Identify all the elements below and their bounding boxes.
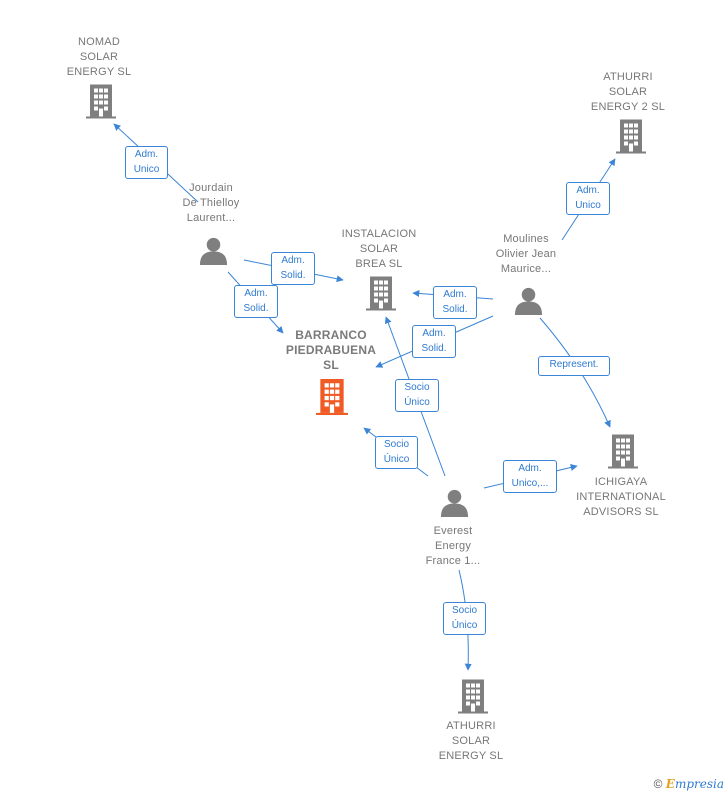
edge-label-everest-instalacion: Socio Único bbox=[395, 379, 439, 412]
edge-label-jourdain-nomad: Adm. Unico bbox=[125, 146, 168, 179]
node-label-jourdain[interactable]: Jourdain De Thielloy Laurent... bbox=[182, 182, 240, 224]
edge-label-jourdain-instalacion: Adm. Solid. bbox=[271, 252, 315, 285]
edge-label-jourdain-barranco: Adm. Solid. bbox=[234, 285, 278, 318]
edge-label-moulines-athurri2: Adm. Unico bbox=[566, 182, 610, 215]
instalacion-building-icon bbox=[366, 276, 396, 311]
everest-person-icon bbox=[440, 489, 469, 517]
edge-label-everest-ichigaya: Adm. Unico,... bbox=[503, 460, 557, 493]
edge-label-moulines-barranco: Adm. Solid. bbox=[412, 325, 456, 358]
ichigaya-building-icon bbox=[608, 434, 638, 469]
node-label-barranco[interactable]: BARRANCO PIEDRABUENA SL bbox=[285, 328, 377, 372]
brand-logo: Empresia bbox=[665, 777, 724, 791]
node-label-instalacion[interactable]: INSTALACION SOLAR BREA SL bbox=[341, 228, 417, 270]
node-label-athurri2[interactable]: ATHURRI SOLAR ENERGY 2 SL bbox=[590, 71, 666, 113]
edge-label-moulines-ichigaya: Represent. bbox=[538, 356, 610, 376]
empresia-watermark: © Empresia bbox=[654, 777, 724, 791]
jourdain-person-icon bbox=[199, 237, 228, 265]
athurri2-building-icon bbox=[616, 119, 646, 154]
moulines-person-icon bbox=[514, 287, 543, 315]
edge-label-everest-barranco: Socio Único bbox=[375, 436, 418, 469]
nomad-building-icon bbox=[86, 84, 116, 119]
athurri-building-icon bbox=[458, 679, 488, 714]
node-label-everest[interactable]: Everest Energy France 1... bbox=[425, 525, 481, 567]
edge-label-moulines-instalacion: Adm. Solid. bbox=[433, 286, 477, 319]
node-label-athurri[interactable]: ATHURRI SOLAR ENERGY SL bbox=[438, 720, 504, 762]
node-label-moulines[interactable]: Moulines Olivier Jean Maurice... bbox=[495, 233, 557, 275]
copyright-symbol: © bbox=[653, 777, 663, 791]
barranco-building-icon bbox=[316, 379, 348, 415]
edge-label-everest-athurri: Socio Único bbox=[443, 602, 486, 635]
node-label-nomad[interactable]: NOMAD SOLAR ENERGY SL bbox=[66, 36, 132, 78]
node-label-ichigaya[interactable]: ICHIGAYA INTERNATIONAL ADVISORS SL bbox=[576, 476, 666, 518]
